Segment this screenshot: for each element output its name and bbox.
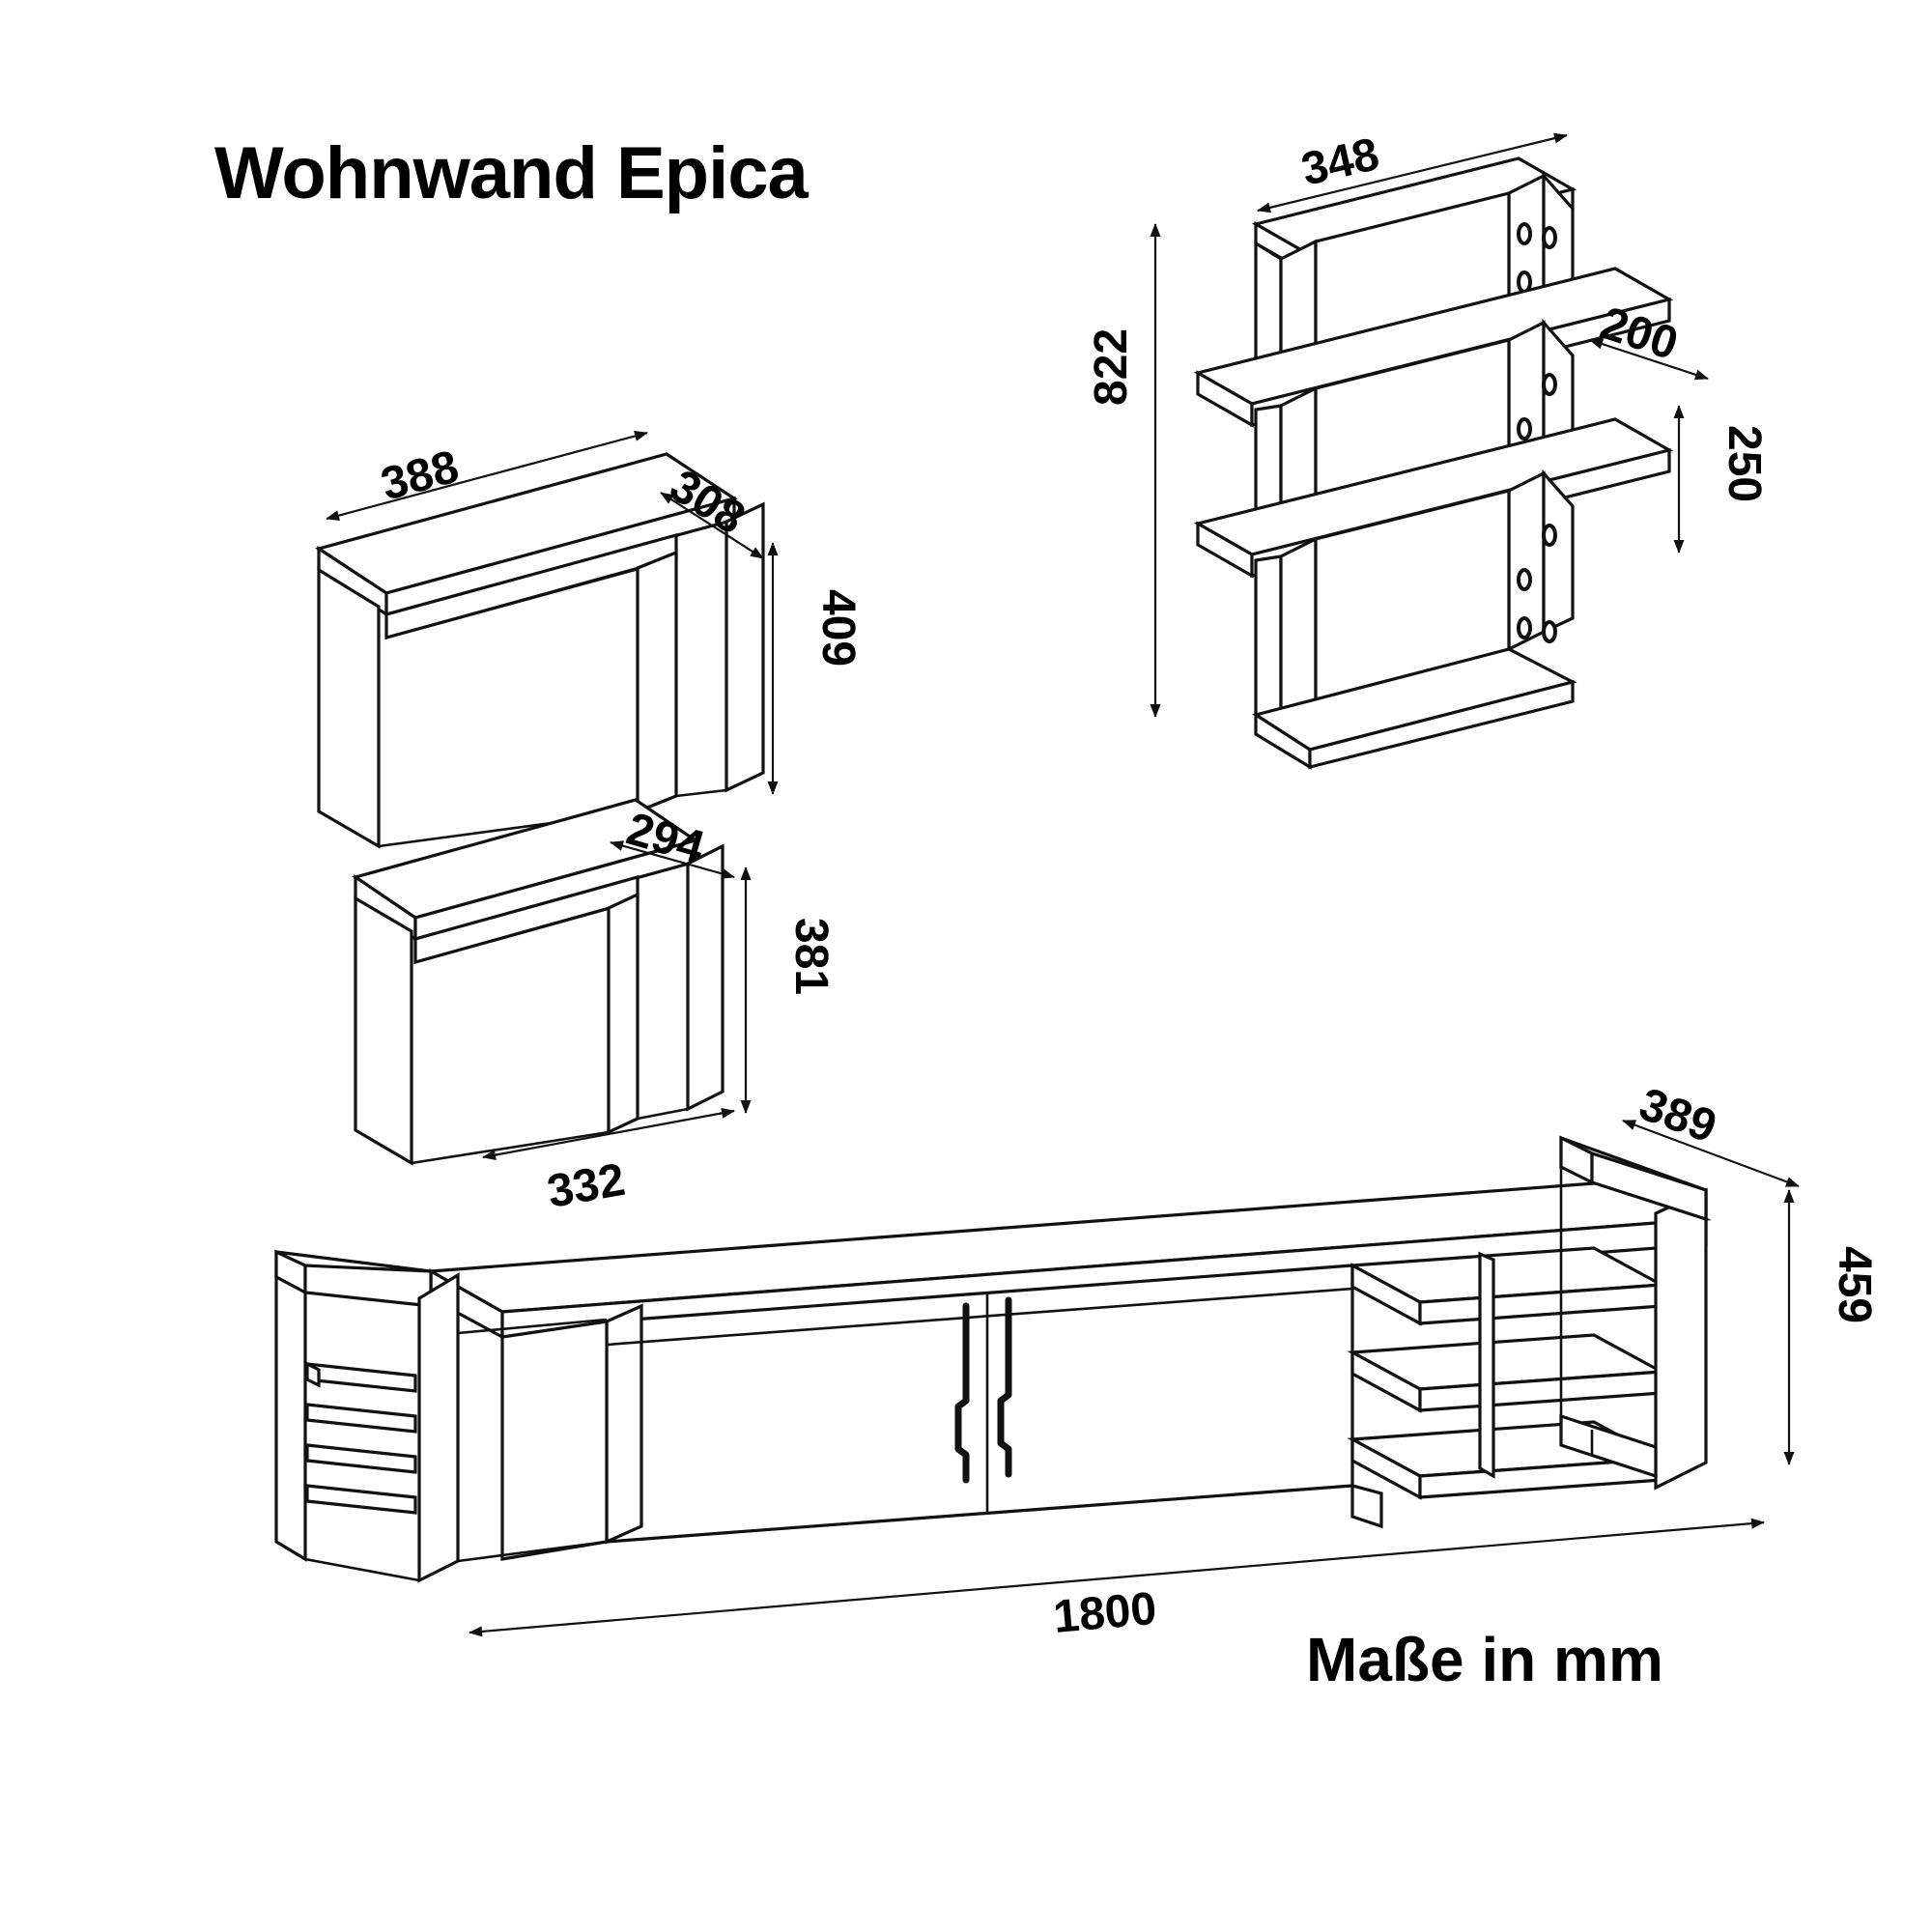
dim-shelf-pitch: 250 <box>1719 425 1770 502</box>
dim-desk-height: 409 <box>812 589 864 667</box>
dim-table-height: 381 <box>785 918 837 995</box>
page-title: Wohnwand Epica <box>214 132 809 214</box>
dim-tv-width: 1800 <box>1051 1583 1158 1643</box>
dim-shelf-width: 348 <box>1297 128 1384 196</box>
wall-shelf-illustration: 348 200 250 822 <box>1086 128 1770 770</box>
side-table-illustration: 294 381 332 <box>352 798 837 1218</box>
dim-tv-depth: 389 <box>1633 1079 1722 1153</box>
dim-table-width: 332 <box>544 1154 629 1218</box>
units-note: Maße in mm <box>1306 1625 1663 1694</box>
dim-tv-height: 459 <box>1829 1246 1880 1323</box>
tv-lowboard-illustration: 389 459 1800 <box>274 1079 1880 1643</box>
desk-console-illustration: 388 308 409 <box>315 431 864 849</box>
dim-shelf-height: 822 <box>1086 328 1137 406</box>
dim-desk-width: 388 <box>376 441 464 511</box>
